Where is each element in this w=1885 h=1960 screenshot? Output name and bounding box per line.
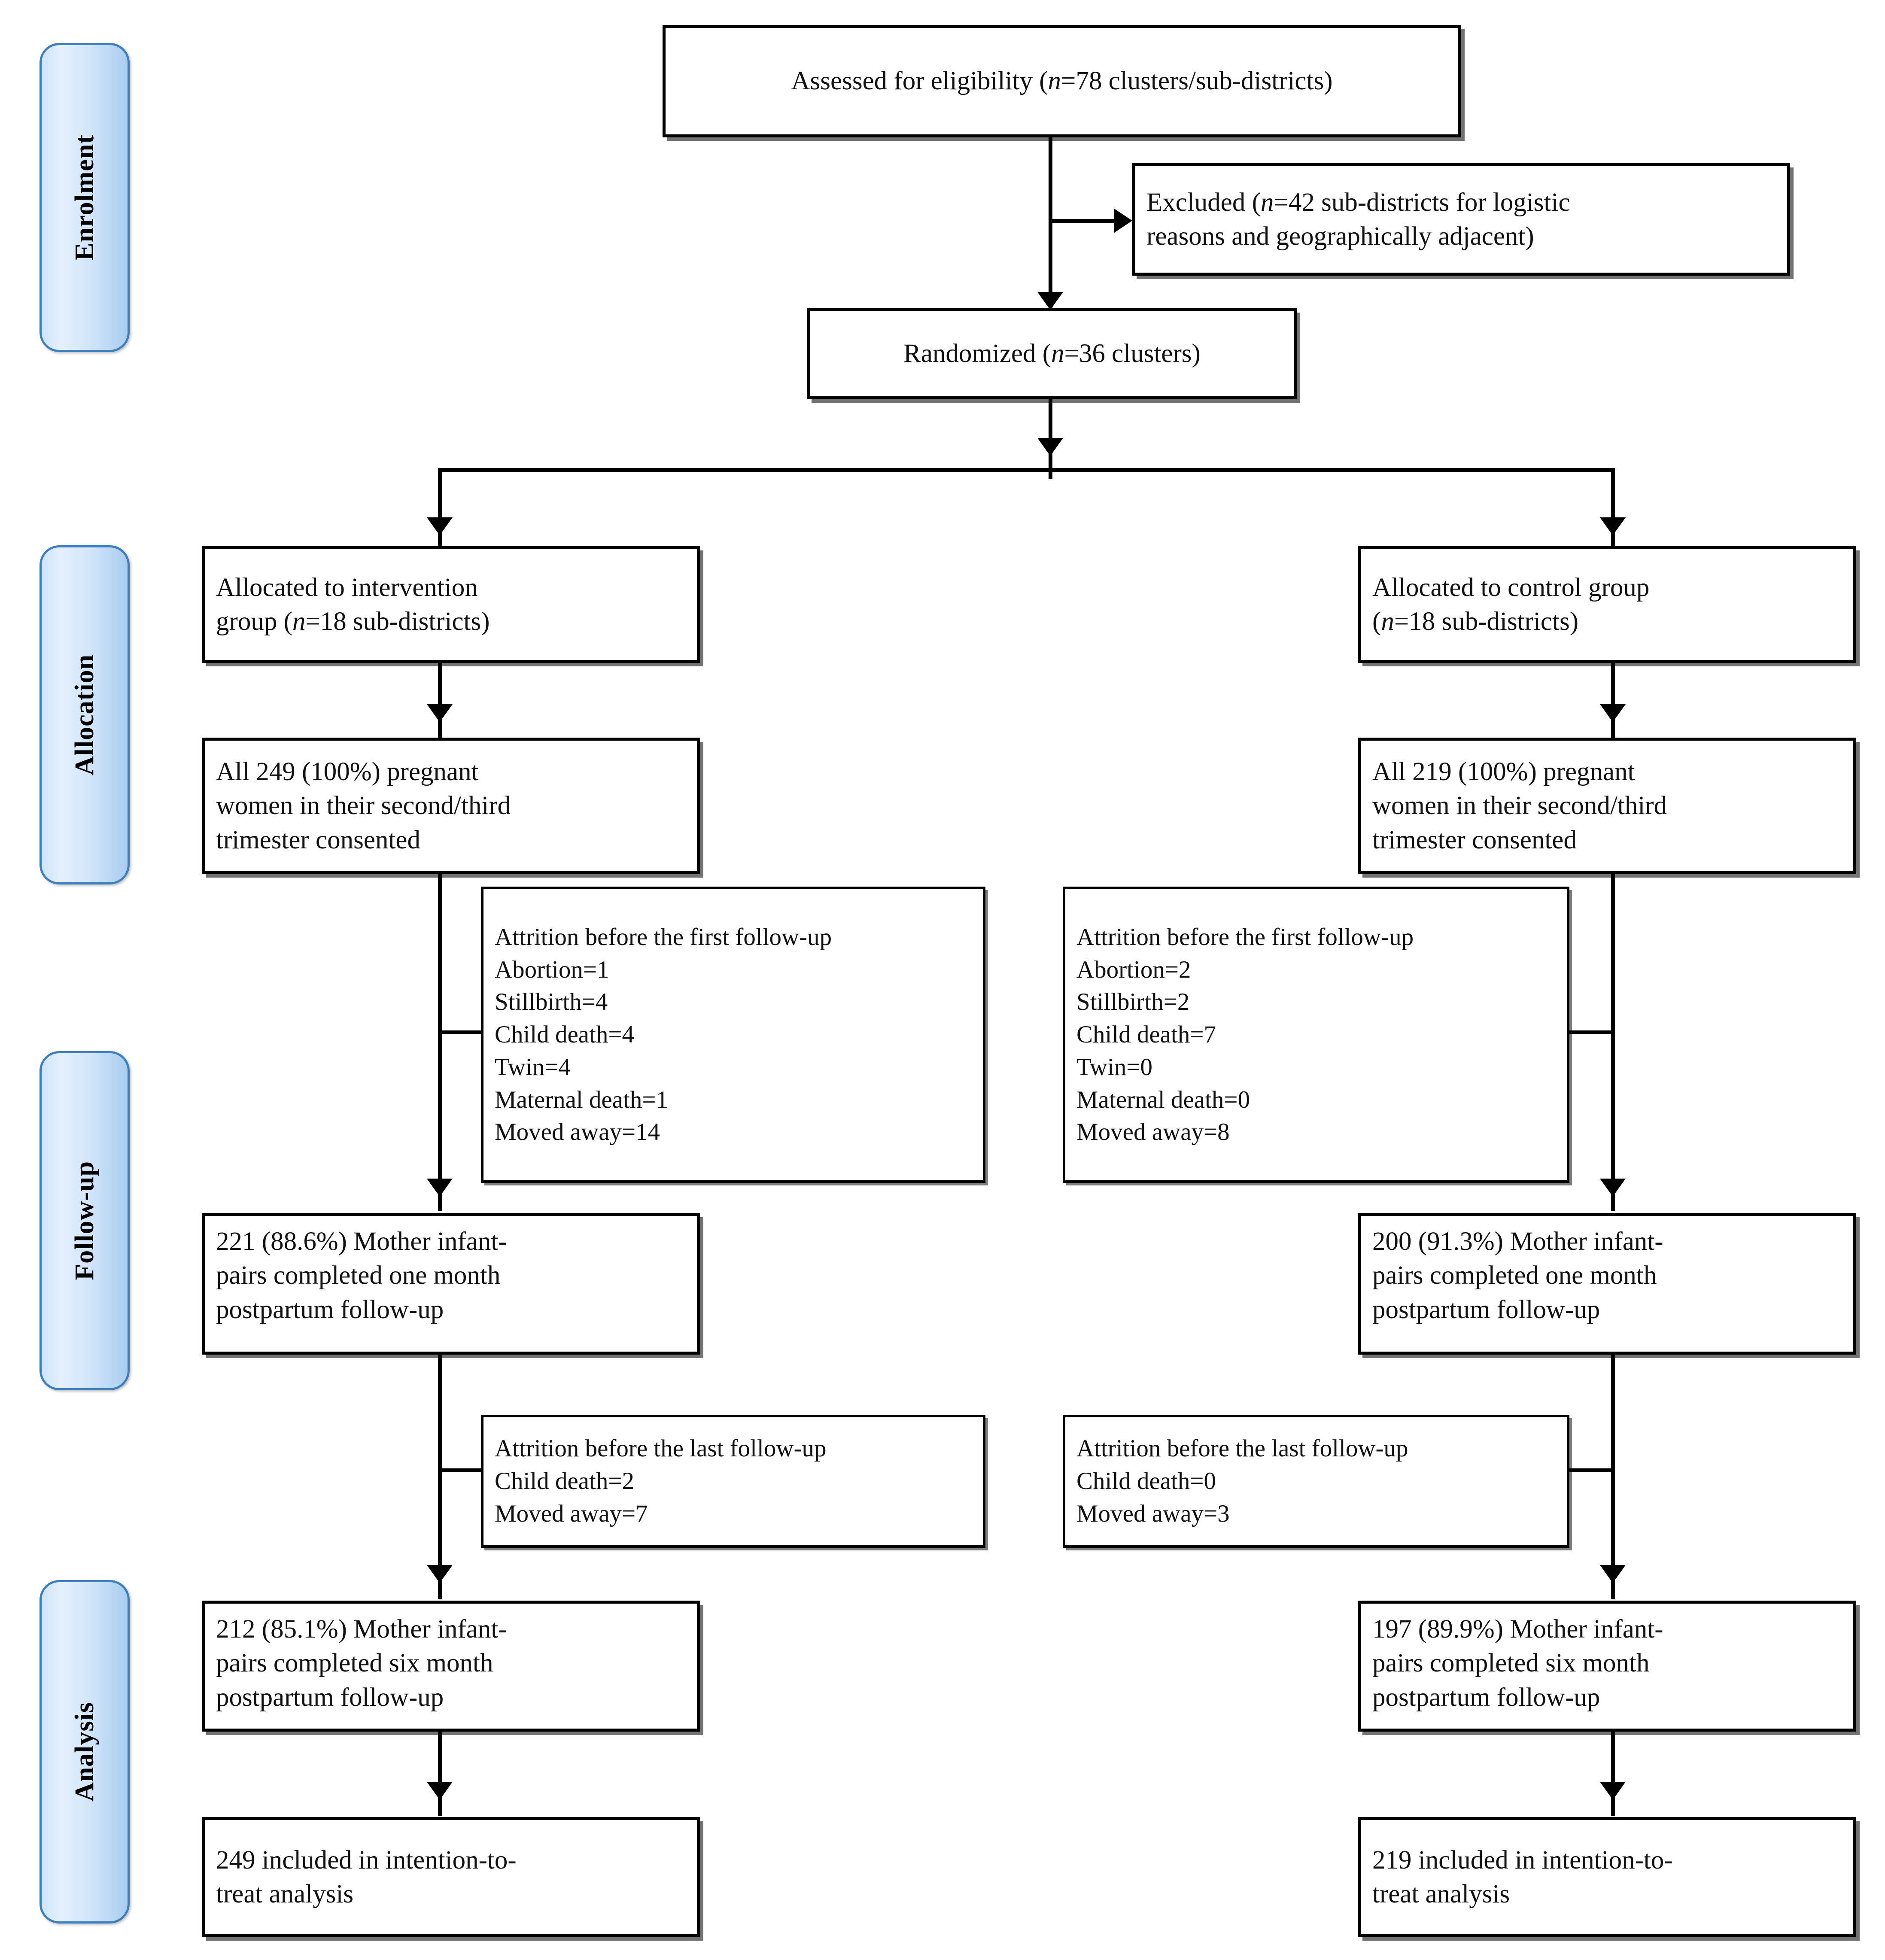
node-assessed-for-eligibility-text: Assessed for eligibility (n=78 clusters/… <box>791 67 1333 96</box>
node-itt-intervention: 249 included in intention-to- treat anal… <box>202 1817 700 1937</box>
node-onemonth-control-text: 200 (91.3%) Mother infant- pairs complet… <box>1372 1227 1663 1324</box>
connector-alloc-to-consent-left <box>438 661 442 738</box>
node-consented-control-text: All 219 (100%) pregnant women in their s… <box>1372 757 1667 854</box>
node-allocated-control-text: Allocated to control group(n=18 sub-dist… <box>1372 573 1650 636</box>
stage-tab-enrolment-label: Enrolment <box>70 134 99 261</box>
stage-tab-allocation-label: Allocation <box>70 654 99 776</box>
node-itt-control-text: 219 included in intention-to- treat anal… <box>1372 1845 1673 1908</box>
node-consented-control: All 219 (100%) pregnant women in their s… <box>1358 738 1856 874</box>
arrow-randomized-down <box>1037 438 1063 456</box>
stage-tab-followup: Follow-up <box>40 1051 130 1390</box>
connector-sixmonth-to-itt-left <box>438 1730 442 1816</box>
arrow-consent-to-onemonth-left <box>427 1179 453 1197</box>
node-excluded: Excluded (n=42 sub-districts for logisti… <box>1132 163 1790 276</box>
node-randomized-text: Randomized (n=36 clusters) <box>903 339 1201 368</box>
node-itt-control: 219 included in intention-to- treat anal… <box>1358 1817 1856 1937</box>
node-sixmonth-control: 197 (89.9%) Mother infant- pairs complet… <box>1358 1601 1856 1732</box>
node-onemonth-intervention-text: 221 (88.6%) Mother infant- pairs complet… <box>216 1227 507 1324</box>
connector-onemonth-to-sixmonth-left <box>438 1355 442 1599</box>
node-consented-intervention-text: All 249 (100%) pregnant women in their s… <box>216 757 511 854</box>
stage-tab-analysis-label: Analysis <box>70 1702 99 1802</box>
node-assessed-for-eligibility: Assessed for eligibility (n=78 clusters/… <box>663 25 1461 137</box>
stage-tab-allocation: Allocation <box>40 545 130 884</box>
connector-attrition2-stub-right <box>1568 1468 1611 1472</box>
connector-alloc-to-consent-right <box>1611 661 1615 738</box>
arrow-sixmonth-to-itt-left <box>427 1782 453 1800</box>
arrow-assessed-to-excluded <box>1114 209 1132 233</box>
arrow-onemonth-to-sixmonth-right <box>1600 1565 1626 1583</box>
arrow-assessed-to-randomized <box>1037 292 1063 310</box>
connector-attrition1-stub-right <box>1568 1030 1611 1034</box>
connector-attrition1-stub-left <box>438 1030 481 1034</box>
connector-assessed-to-excluded <box>1049 219 1124 223</box>
connector-attrition2-stub-left <box>438 1468 481 1472</box>
arrow-consent-to-onemonth-right <box>1600 1179 1626 1197</box>
node-attrition-last-control-text: Attrition before the last follow-up Chil… <box>1076 1435 1408 1527</box>
node-randomized: Randomized (n=36 clusters) <box>807 308 1297 399</box>
node-itt-intervention-text: 249 included in intention-to- treat anal… <box>216 1845 517 1908</box>
node-sixmonth-intervention-text: 212 (85.1%) Mother infant- pairs complet… <box>216 1615 507 1712</box>
node-attrition-last-intervention-text: Attrition before the last follow-up Chil… <box>495 1435 827 1527</box>
connector-onemonth-to-sixmonth-right <box>1611 1355 1615 1599</box>
stage-tab-enrolment: Enrolment <box>40 43 130 352</box>
node-sixmonth-control-text: 197 (89.9%) Mother infant- pairs complet… <box>1372 1615 1663 1712</box>
arrow-alloc-to-consent-left <box>427 704 453 722</box>
stage-tab-followup-label: Follow-up <box>70 1161 99 1280</box>
arrow-alloc-to-consent-right <box>1600 704 1626 722</box>
connector-consent-to-onemonth-right <box>1611 872 1615 1211</box>
node-onemonth-control: 200 (91.3%) Mother infant- pairs complet… <box>1358 1213 1856 1355</box>
node-allocated-control: Allocated to control group(n=18 sub-dist… <box>1358 546 1856 663</box>
arrow-split-right <box>1600 517 1626 535</box>
connector-split-bus <box>438 468 1614 472</box>
arrow-sixmonth-to-itt-right <box>1600 1782 1626 1800</box>
node-excluded-text: Excluded (n=42 sub-districts for logisti… <box>1146 188 1570 251</box>
node-onemonth-intervention: 221 (88.6%) Mother infant- pairs complet… <box>202 1213 700 1355</box>
stage-tab-analysis: Analysis <box>40 1580 130 1924</box>
connector-split-left-drop <box>438 468 442 550</box>
node-sixmonth-intervention: 212 (85.1%) Mother infant- pairs complet… <box>202 1601 700 1732</box>
connector-split-right-drop <box>1611 468 1615 550</box>
connector-sixmonth-to-itt-right <box>1611 1730 1615 1816</box>
node-consented-intervention: All 249 (100%) pregnant women in their s… <box>202 738 700 874</box>
node-attrition-last-intervention: Attrition before the last follow-up Chil… <box>481 1415 985 1548</box>
arrow-onemonth-to-sixmonth-left <box>427 1565 453 1583</box>
arrow-split-left <box>427 517 453 535</box>
connector-consent-to-onemonth-left <box>438 872 442 1211</box>
node-attrition-last-control: Attrition before the last follow-up Chil… <box>1063 1415 1569 1548</box>
